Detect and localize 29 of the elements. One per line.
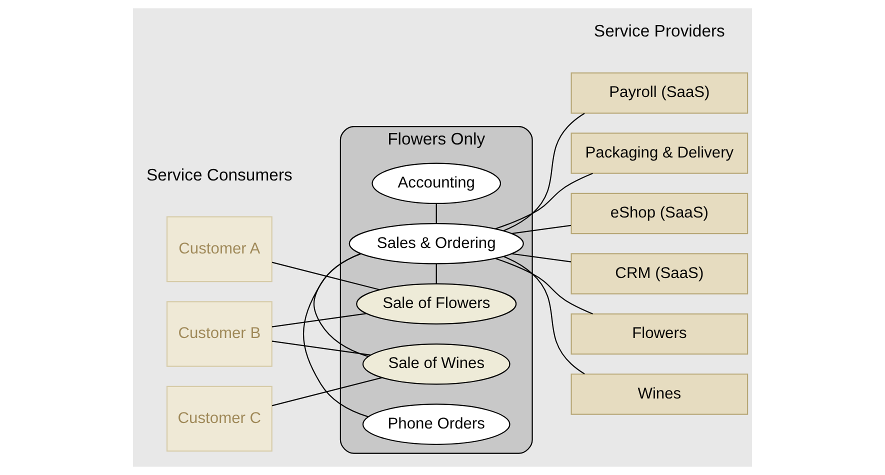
node-box: Customer C <box>166 386 272 452</box>
node-box: Payroll (SaaS) <box>570 72 748 114</box>
node-box: Packaging & Delivery <box>570 132 748 174</box>
connector <box>512 253 572 262</box>
connector <box>503 256 585 374</box>
connector <box>436 204 437 224</box>
node-box: Wines <box>570 374 748 415</box>
connector <box>436 264 437 284</box>
node-box: CRM (SaaS) <box>570 253 748 294</box>
node-ellipse: Phone Orders <box>362 404 510 445</box>
node-box: Customer B <box>166 301 272 367</box>
connector <box>272 340 371 356</box>
connector <box>272 312 366 328</box>
node-ellipse: Sales & Ordering <box>348 223 524 264</box>
label: Service Providers <box>594 22 725 41</box>
connector <box>302 253 369 418</box>
node-box: eShop (SaaS) <box>570 192 748 234</box>
connector <box>272 377 382 406</box>
connector <box>503 112 585 232</box>
node-ellipse: Sale of Flowers <box>356 283 517 324</box>
label: Service Consumers <box>146 166 292 185</box>
connector <box>495 172 593 230</box>
node-ellipse: Sale of Wines <box>362 343 510 385</box>
node-box: Customer A <box>166 216 272 282</box>
connector <box>495 258 593 314</box>
connector <box>272 262 380 290</box>
connector <box>512 224 572 234</box>
node-ellipse: Accounting <box>372 162 502 204</box>
node-box: Flowers <box>570 313 748 355</box>
